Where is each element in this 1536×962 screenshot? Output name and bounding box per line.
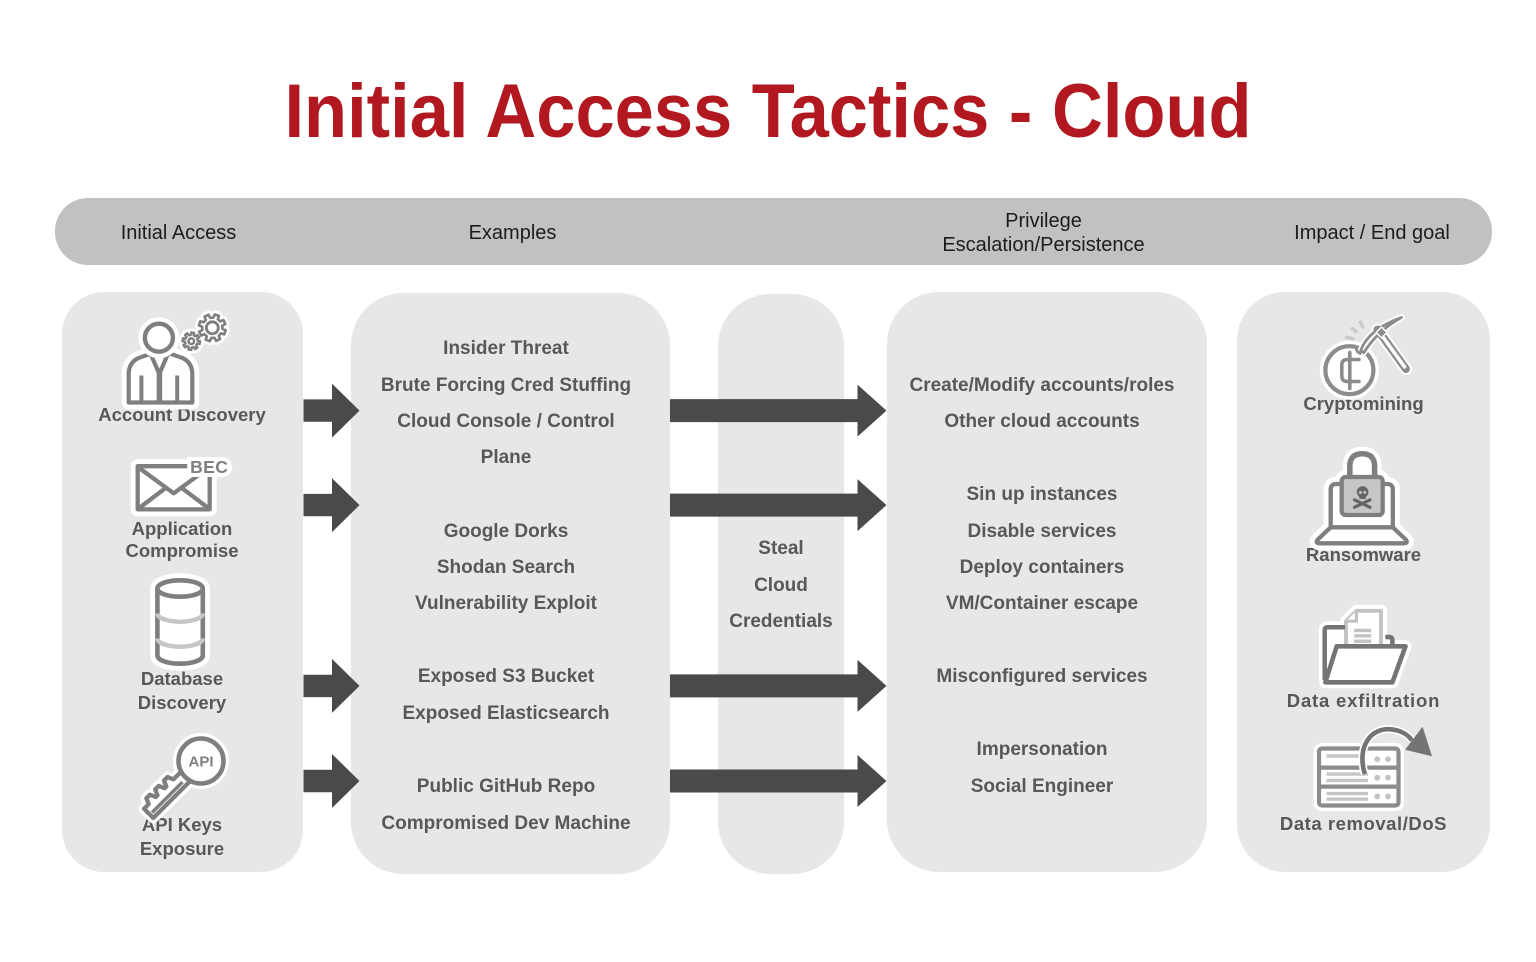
- svg-text:BEC: BEC: [190, 457, 228, 477]
- svg-text:API: API: [188, 753, 213, 770]
- svg-text:BEC: BEC: [190, 457, 228, 477]
